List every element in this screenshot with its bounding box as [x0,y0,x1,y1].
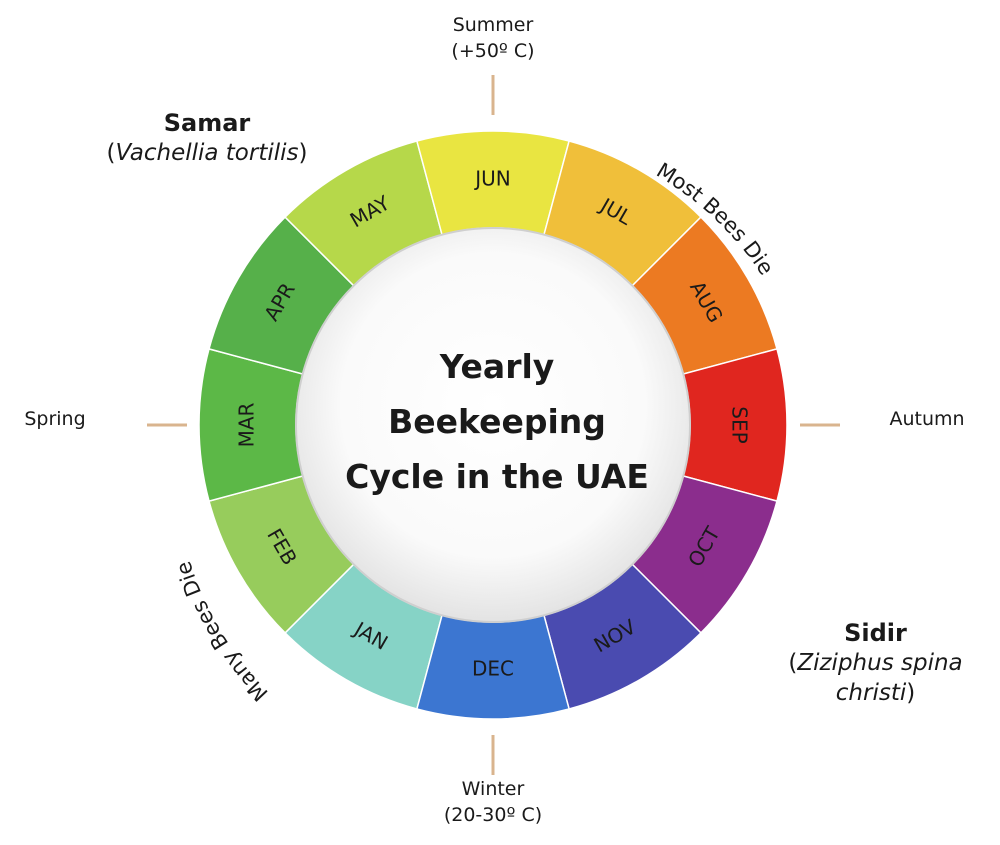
sidir-plant-label: Sidir (Ziziphus spina christi) [758,618,993,708]
summer-label: Summer (+50º C) [423,12,563,64]
month-label-jun: JUN [473,167,511,191]
center-title-line-2: Beekeeping [388,402,606,441]
winter-label-line-2: (20-30º C) [443,804,543,826]
winter-label: Winter (20-30º C) [418,776,568,828]
center-title-line-1: Yearly [439,347,555,386]
center-title-line-3: Cycle in the UAE [345,457,649,496]
summer-label-line-1: Summer [452,14,534,36]
month-label-sep: SEP [728,406,752,443]
samar-plant-label: Samar (Vachellia tortilis) [72,108,342,168]
sidir-scientific-name-line-1: (Ziziphus spina [788,650,963,676]
samar-name: Samar [163,109,251,137]
spring-label: Spring [24,408,86,430]
month-label-mar: MAR [235,402,259,447]
samar-scientific-name: (Vachellia tortilis) [106,140,308,166]
month-label-dec: DEC [472,657,514,681]
sidir-name: Sidir [844,619,907,647]
winter-label-line-1: Winter [461,778,525,800]
center-disc [295,227,691,623]
autumn-label: Autumn [889,408,965,430]
sidir-scientific-name-line-2: christi) [835,680,916,706]
summer-label-line-2: (+50º C) [451,40,535,62]
